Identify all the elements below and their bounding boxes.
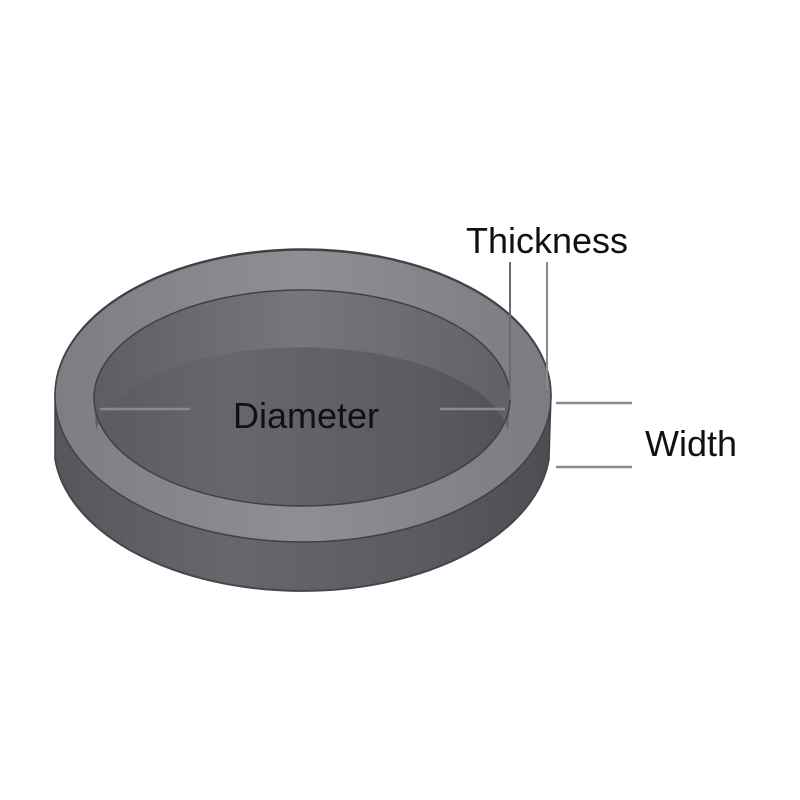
ring-bottom-edge bbox=[54, 457, 550, 592]
thickness-label: Thickness bbox=[466, 220, 629, 261]
ring-inner-wall bbox=[94, 290, 510, 430]
diameter-label: Diameter bbox=[233, 395, 380, 436]
width-label: Width bbox=[645, 423, 738, 464]
